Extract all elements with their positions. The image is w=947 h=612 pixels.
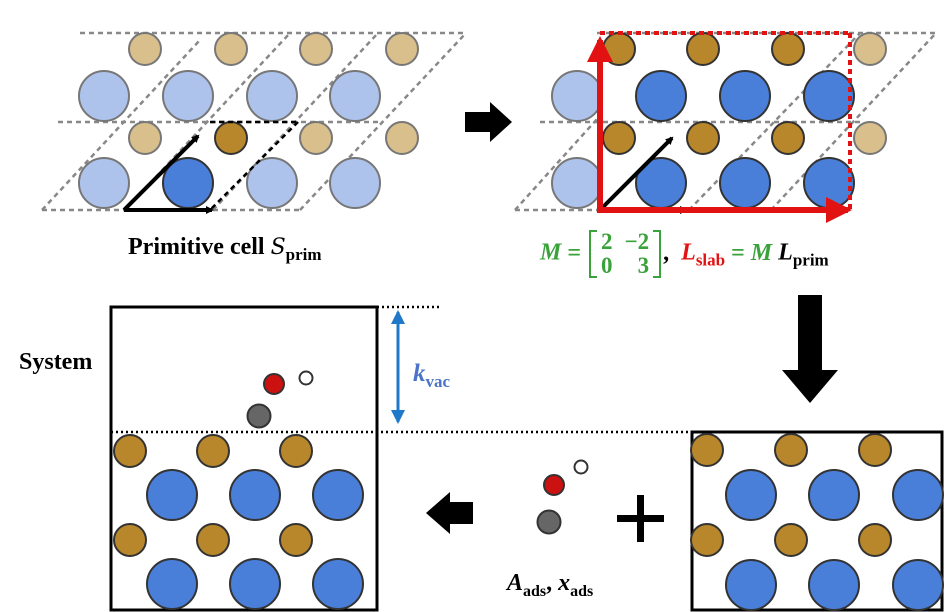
supercell-panel <box>514 31 937 223</box>
primitive-cell-sub: prim <box>285 244 322 264</box>
kvac-label: kvac <box>413 361 450 390</box>
kvac-symbol: k <box>413 360 426 387</box>
slab-panel <box>690 430 944 612</box>
ads-a-sub: ads <box>523 582 547 600</box>
lprim-symbol: L <box>778 239 793 266</box>
adsorbate-label: Aads, xads <box>507 570 594 600</box>
adsorbed-molecule <box>246 370 314 429</box>
lprim-sub: prim <box>792 250 829 270</box>
supercell-vectors <box>587 36 852 223</box>
plus-icon <box>617 495 664 542</box>
matrix-cell: 3 <box>637 253 650 279</box>
ads-a-symbol: A <box>507 570 524 596</box>
system-box <box>109 305 379 612</box>
metal-atoms-2-outside <box>551 70 603 209</box>
system-label: System <box>19 349 93 375</box>
metal-atoms-4 <box>146 469 364 610</box>
system-panel <box>109 305 692 612</box>
site-atoms-3 <box>690 433 892 557</box>
lslab-sub: slab <box>695 250 726 270</box>
arrow-down-icon <box>782 295 838 403</box>
kvac-sub: vac <box>425 372 451 391</box>
lslab-symbol: L <box>681 239 696 266</box>
arrow-right-icon <box>465 102 512 142</box>
m-symbol: M <box>540 239 562 266</box>
equals-sign: = <box>567 239 582 266</box>
equals-sign-2: = <box>731 239 745 266</box>
metal-atoms-3 <box>725 469 944 611</box>
matrix-cell: −2 <box>624 229 650 254</box>
metal-atoms-1 <box>78 70 381 209</box>
primitive-cell-label: Primitive cell Sprim <box>128 235 322 263</box>
site-atoms-1 <box>128 32 419 155</box>
primitive-cell-outline <box>209 120 299 211</box>
adsorbate-molecule <box>536 459 589 535</box>
m-symbol-2: M <box>750 239 773 266</box>
ads-x-sub: ads <box>570 582 594 600</box>
matrix-cell: 2 <box>601 229 613 254</box>
ads-x-symbol: x <box>558 570 571 596</box>
lattice-vectors-1 <box>122 134 214 214</box>
primitive-cell-text: Primitive cell <box>128 234 265 260</box>
site-atoms-2 <box>602 32 805 155</box>
matrix-cell: 0 <box>601 253 613 279</box>
site-atoms-4 <box>113 434 313 557</box>
site-atoms-2-outside <box>853 32 887 155</box>
primitive-cell-symbol: S <box>270 235 286 260</box>
comma: , <box>663 239 670 266</box>
arrow-left-icon <box>426 492 473 534</box>
primitive-cell-panel <box>41 31 467 214</box>
primitive-site-atom <box>214 121 248 155</box>
supercell-outline <box>600 31 852 210</box>
